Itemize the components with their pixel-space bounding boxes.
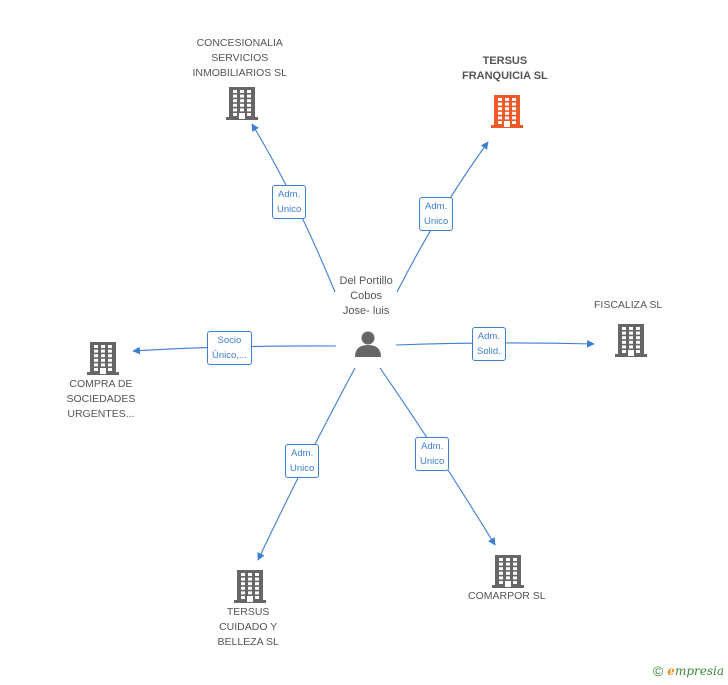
edge-label-line: Único,...	[212, 350, 247, 361]
edge-label-comarpor[interactable]: Adm. Unico	[415, 437, 450, 471]
building-icon[interactable]	[491, 95, 523, 128]
company-name-line: FRANQUICIA SL	[462, 70, 548, 82]
person-name-line: Cobos	[350, 290, 382, 302]
company-name-line: SERVICIOS	[211, 52, 269, 64]
edge-label-line: Socio	[217, 335, 242, 346]
edge-label-line: Adm.	[278, 189, 301, 200]
company-name-line: CONCESIONALIA	[196, 37, 283, 49]
company-name-tersus-franquicia[interactable]: TERSUS FRANQUICIA SL	[462, 54, 548, 84]
edge-label-line: Unico	[277, 204, 302, 215]
edge-label-tersus-franquicia[interactable]: Adm. Unico	[419, 197, 454, 231]
company-name-line: INMOBILIARIOS SL	[192, 67, 288, 79]
company-name-concesionalia[interactable]: CONCESIONALIA SERVICIOS INMOBILIARIOS SL	[193, 36, 288, 81]
company-name-compra-sociedades[interactable]: COMPRA DE SOCIEDADES URGENTES...	[67, 377, 136, 422]
person-name-line: Del Portillo	[339, 275, 393, 287]
building-icon[interactable]	[87, 342, 119, 375]
brand-name: empresia	[667, 664, 724, 678]
building-icon[interactable]	[615, 324, 647, 357]
icons-layer	[87, 87, 647, 603]
building-icon[interactable]	[226, 87, 258, 120]
company-name-line: CUIDADO Y	[219, 621, 278, 633]
company-name-line: FISCALIZA SL	[594, 299, 663, 311]
edge-label-line: Solid.	[477, 346, 501, 357]
edge-label-fiscaliza[interactable]: Adm. Solid.	[472, 327, 506, 361]
company-name-fiscaliza[interactable]: FISCALIZA SL	[594, 298, 662, 313]
brand-watermark: © empresia	[653, 663, 724, 679]
edge-label-line: Unico	[290, 463, 315, 474]
person-name-line: Jose- luis	[342, 305, 390, 317]
edge-label-line: Adm.	[421, 441, 444, 452]
company-name-line: SOCIEDADES	[66, 393, 136, 405]
company-name-line: TERSUS	[482, 55, 528, 67]
edge-label-concesionalia[interactable]: Adm. Unico	[272, 185, 307, 219]
company-name-line: COMARPOR SL	[468, 590, 546, 602]
edge-label-line: Adm.	[477, 331, 500, 342]
company-name-comarpor[interactable]: COMARPOR SL	[468, 589, 546, 604]
company-name-line: COMPRA DE	[69, 378, 133, 390]
company-name-line: BELLEZA SL	[217, 636, 279, 648]
building-icon[interactable]	[492, 555, 524, 588]
edge-label-line: Adm.	[291, 448, 314, 459]
building-icon[interactable]	[234, 570, 266, 603]
edge-label-line: Adm.	[425, 201, 448, 212]
company-name-line: URGENTES...	[67, 408, 135, 420]
person-icon[interactable]	[355, 331, 381, 358]
copyright-symbol: ©	[652, 663, 664, 679]
edge-label-line: Unico	[424, 216, 449, 227]
edge-label-line: Unico	[420, 456, 445, 467]
company-name-line: TERSUS	[226, 606, 270, 618]
edge-label-tersus-cuidado[interactable]: Adm. Unico	[285, 444, 320, 478]
company-name-tersus-cuidado[interactable]: TERSUS CUIDADO Y BELLEZA SL	[218, 605, 279, 650]
